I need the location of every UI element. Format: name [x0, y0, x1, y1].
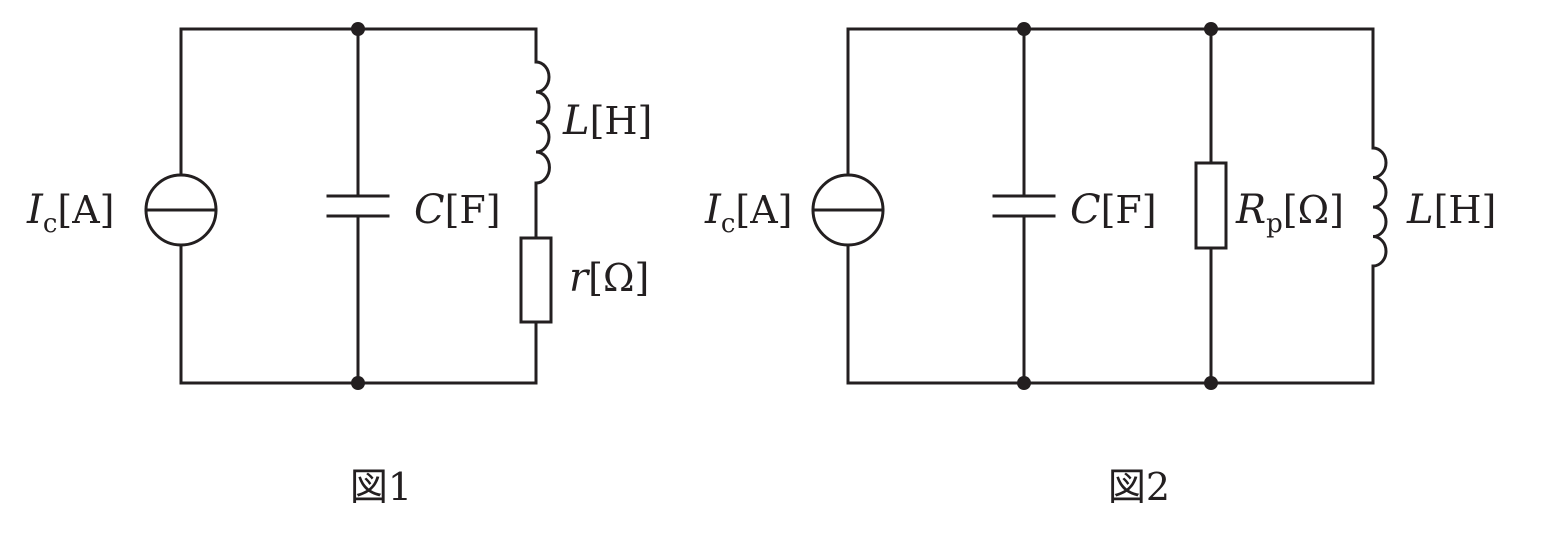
figure-1-circuit: Ic[A] C[F] L[H] r[Ω] 図1 — [26, 22, 652, 509]
fig1-resistor-symbol — [519, 236, 553, 324]
fig1-inductor-label: L[H] — [562, 98, 652, 144]
fig2-caption: 図2 — [1108, 465, 1170, 509]
fig1-node-bottom — [351, 376, 365, 390]
fig2-capacitor-label: C[F] — [1070, 187, 1157, 233]
fig2-source-unit: [A] — [735, 188, 792, 232]
fig2-source-label: Ic[A] — [704, 187, 792, 239]
fig1-capacitor-label: C[F] — [414, 187, 501, 233]
fig2-resistor-label: Rp[Ω] — [1235, 187, 1344, 239]
fig2-node-bottom-1 — [1017, 376, 1031, 390]
fig2-node-bottom-2 — [1204, 376, 1218, 390]
fig2-node-top-1 — [1017, 22, 1031, 36]
fig2-resistor-symbol — [1194, 161, 1228, 250]
fig2-capacitor-symbol — [992, 194, 1056, 218]
fig1-source-unit: [A] — [57, 188, 114, 232]
fig1-inductor-unit: [H] — [590, 99, 653, 143]
fig2-wire-left-bottom — [846, 244, 1375, 385]
fig2-node-top-2 — [1204, 22, 1218, 36]
fig2-inductor-symbol — [1371, 146, 1388, 268]
fig1-resistor-unit: [Ω] — [588, 256, 649, 300]
fig1-resistor-label: r[Ω] — [569, 255, 649, 301]
fig1-current-source-symbol — [144, 173, 218, 247]
fig1-capacitor-symbol — [326, 194, 390, 218]
fig1-caption: 図1 — [350, 465, 412, 509]
fig2-current-source-symbol — [811, 173, 885, 247]
fig2-resistor-subscript: p — [1266, 209, 1283, 239]
fig1-resistor-symbol-text: r — [569, 255, 591, 301]
fig1-capacitor-symbol-text: C — [414, 187, 445, 233]
fig2-source-symbol: I — [704, 187, 722, 233]
fig2-inductor-label: L[H] — [1406, 187, 1496, 233]
fig2-inductor-unit: [H] — [1434, 188, 1497, 232]
fig2-resistor-symbol-text: R — [1235, 187, 1266, 233]
fig2-source-subscript: c — [721, 209, 736, 239]
fig1-source-symbol: I — [26, 187, 44, 233]
fig1-capacitor-unit: [F] — [445, 188, 501, 232]
fig2-wire-left-top — [846, 27, 1375, 177]
figure-2-circuit: Ic[A] C[F] Rp[Ω] L[H] 図2 — [704, 22, 1496, 509]
fig1-inductor-symbol-text: L — [562, 98, 590, 144]
fig2-capacitor-unit: [F] — [1101, 188, 1157, 232]
fig1-source-label: Ic[A] — [26, 187, 114, 239]
fig2-resistor-unit: [Ω] — [1283, 188, 1344, 232]
fig1-source-subscript: c — [43, 209, 58, 239]
fig2-inductor-symbol-text: L — [1406, 187, 1434, 233]
fig2-capacitor-symbol-text: C — [1070, 187, 1101, 233]
fig1-inductor-symbol — [534, 60, 551, 185]
fig1-node-top — [351, 22, 365, 36]
